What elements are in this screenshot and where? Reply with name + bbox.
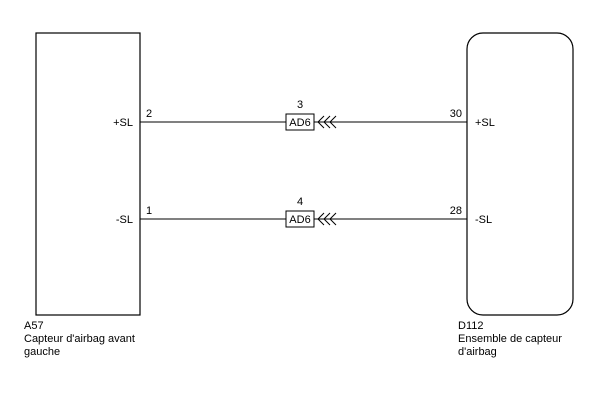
wire-2: -SL 1 4 AD6 28 -SL: [116, 196, 492, 228]
wire-1-connector-code: AD6: [289, 117, 310, 129]
wire-1-left-signal: +SL: [113, 117, 133, 129]
wire-2-connector-number: 4: [297, 196, 303, 208]
wire-1-right-signal: +SL: [475, 117, 495, 129]
left-component-name-line1: Capteur d'airbag avant: [24, 333, 135, 345]
wire-1-chevron-icon: [314, 115, 338, 129]
right-component-name-line2: d'airbag: [458, 346, 497, 358]
right-component-box: [466, 32, 574, 316]
left-component-box: [35, 32, 141, 316]
left-component-caption: A57 Capteur d'airbag avant gauche: [24, 320, 135, 359]
wire-1-right-pin: 30: [450, 108, 462, 120]
wire-2-connector-code: AD6: [289, 214, 310, 226]
wire-1-left-pin: 2: [146, 108, 152, 120]
wire-2-right-signal: -SL: [475, 214, 492, 226]
right-component-caption: D112 Ensemble de capteur d'airbag: [458, 320, 562, 359]
wire-2-left-pin: 1: [146, 205, 152, 217]
left-component-code: A57: [24, 320, 44, 332]
left-component-name-line2: gauche: [24, 346, 61, 358]
right-component-name-line1: Ensemble de capteur: [458, 333, 562, 345]
right-component-code: D112: [458, 320, 484, 332]
wire-1-connector-number: 3: [297, 99, 303, 111]
wire-2-chevron-icon: [314, 212, 338, 226]
wire-2-right-pin: 28: [450, 205, 462, 217]
wire-1: +SL 2 3 AD6 30 +SL: [113, 99, 495, 131]
wire-2-left-signal: -SL: [116, 214, 133, 226]
